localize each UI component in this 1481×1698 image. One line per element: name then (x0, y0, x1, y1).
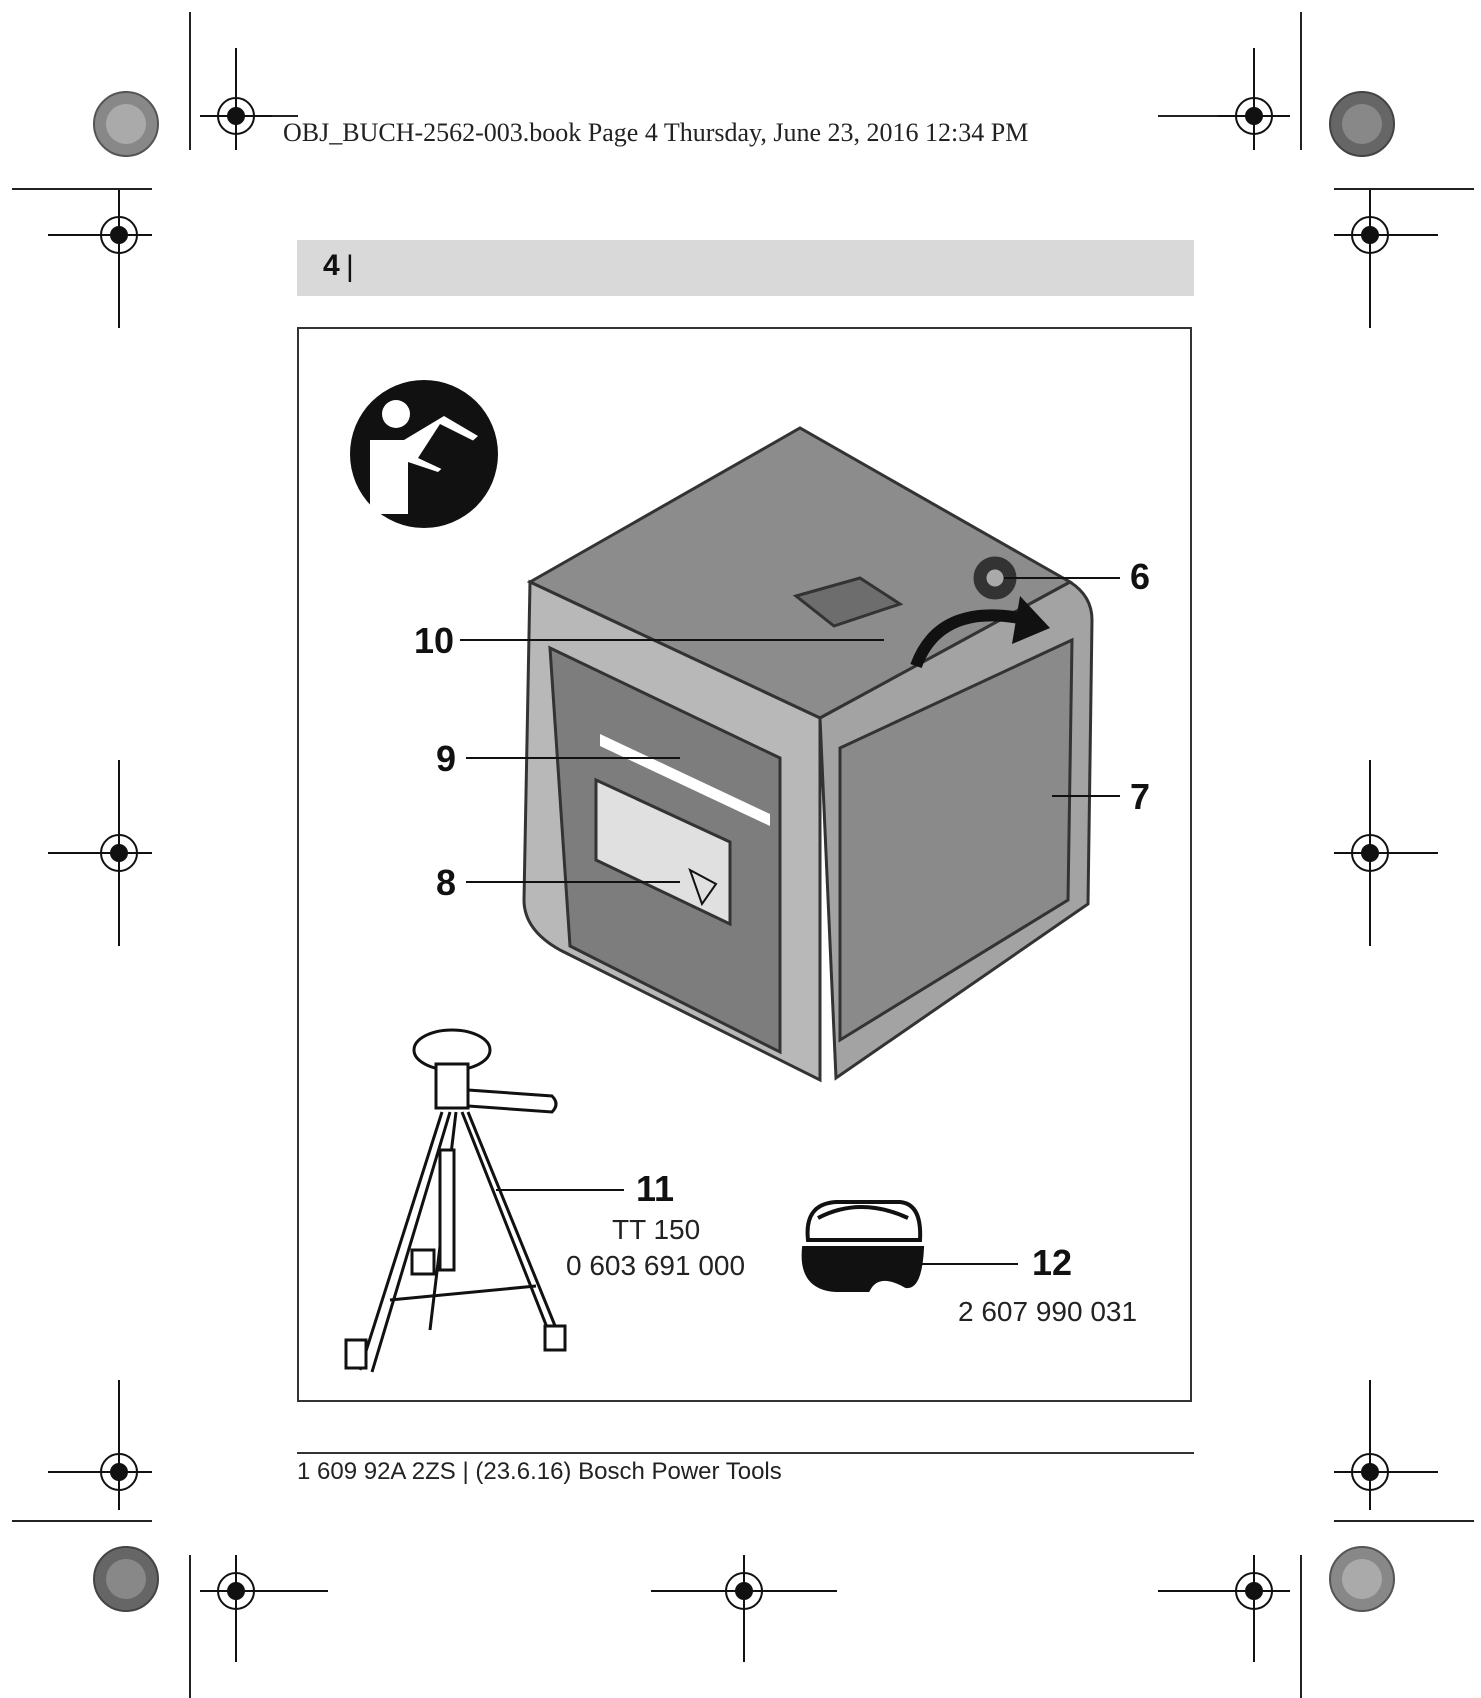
callout-9: 9 (436, 738, 457, 779)
read-manual-icon (350, 380, 498, 528)
footer-rule (297, 1452, 1194, 1454)
page-header-band (297, 240, 1194, 296)
page-number-separator: | (346, 250, 354, 283)
glasses-part-number: 2 607 990 031 (958, 1296, 1138, 1327)
tripod-part-number: 0 603 691 000 (566, 1250, 746, 1281)
tripod-illustration (344, 1028, 567, 1373)
callout-6: 6 (1130, 556, 1151, 597)
laser-level-illustration (522, 426, 1094, 1083)
slug-line: OBJ_BUCH-2562-003.book Page 4 Thursday, … (283, 118, 1029, 147)
laser-glasses-illustration (801, 1200, 925, 1292)
tripod-model: TT 150 (612, 1214, 701, 1245)
callout-10: 10 (414, 620, 455, 661)
callout-8: 8 (436, 862, 457, 903)
page-number: 4 (323, 249, 340, 282)
footer-text: 1 609 92A 2ZS | (23.6.16) Bosch Power To… (297, 1458, 782, 1485)
figure-frame (297, 327, 1192, 1402)
callout-7: 7 (1130, 776, 1151, 817)
callout-11: 11 (636, 1168, 675, 1209)
callout-12: 12 (1032, 1242, 1073, 1283)
